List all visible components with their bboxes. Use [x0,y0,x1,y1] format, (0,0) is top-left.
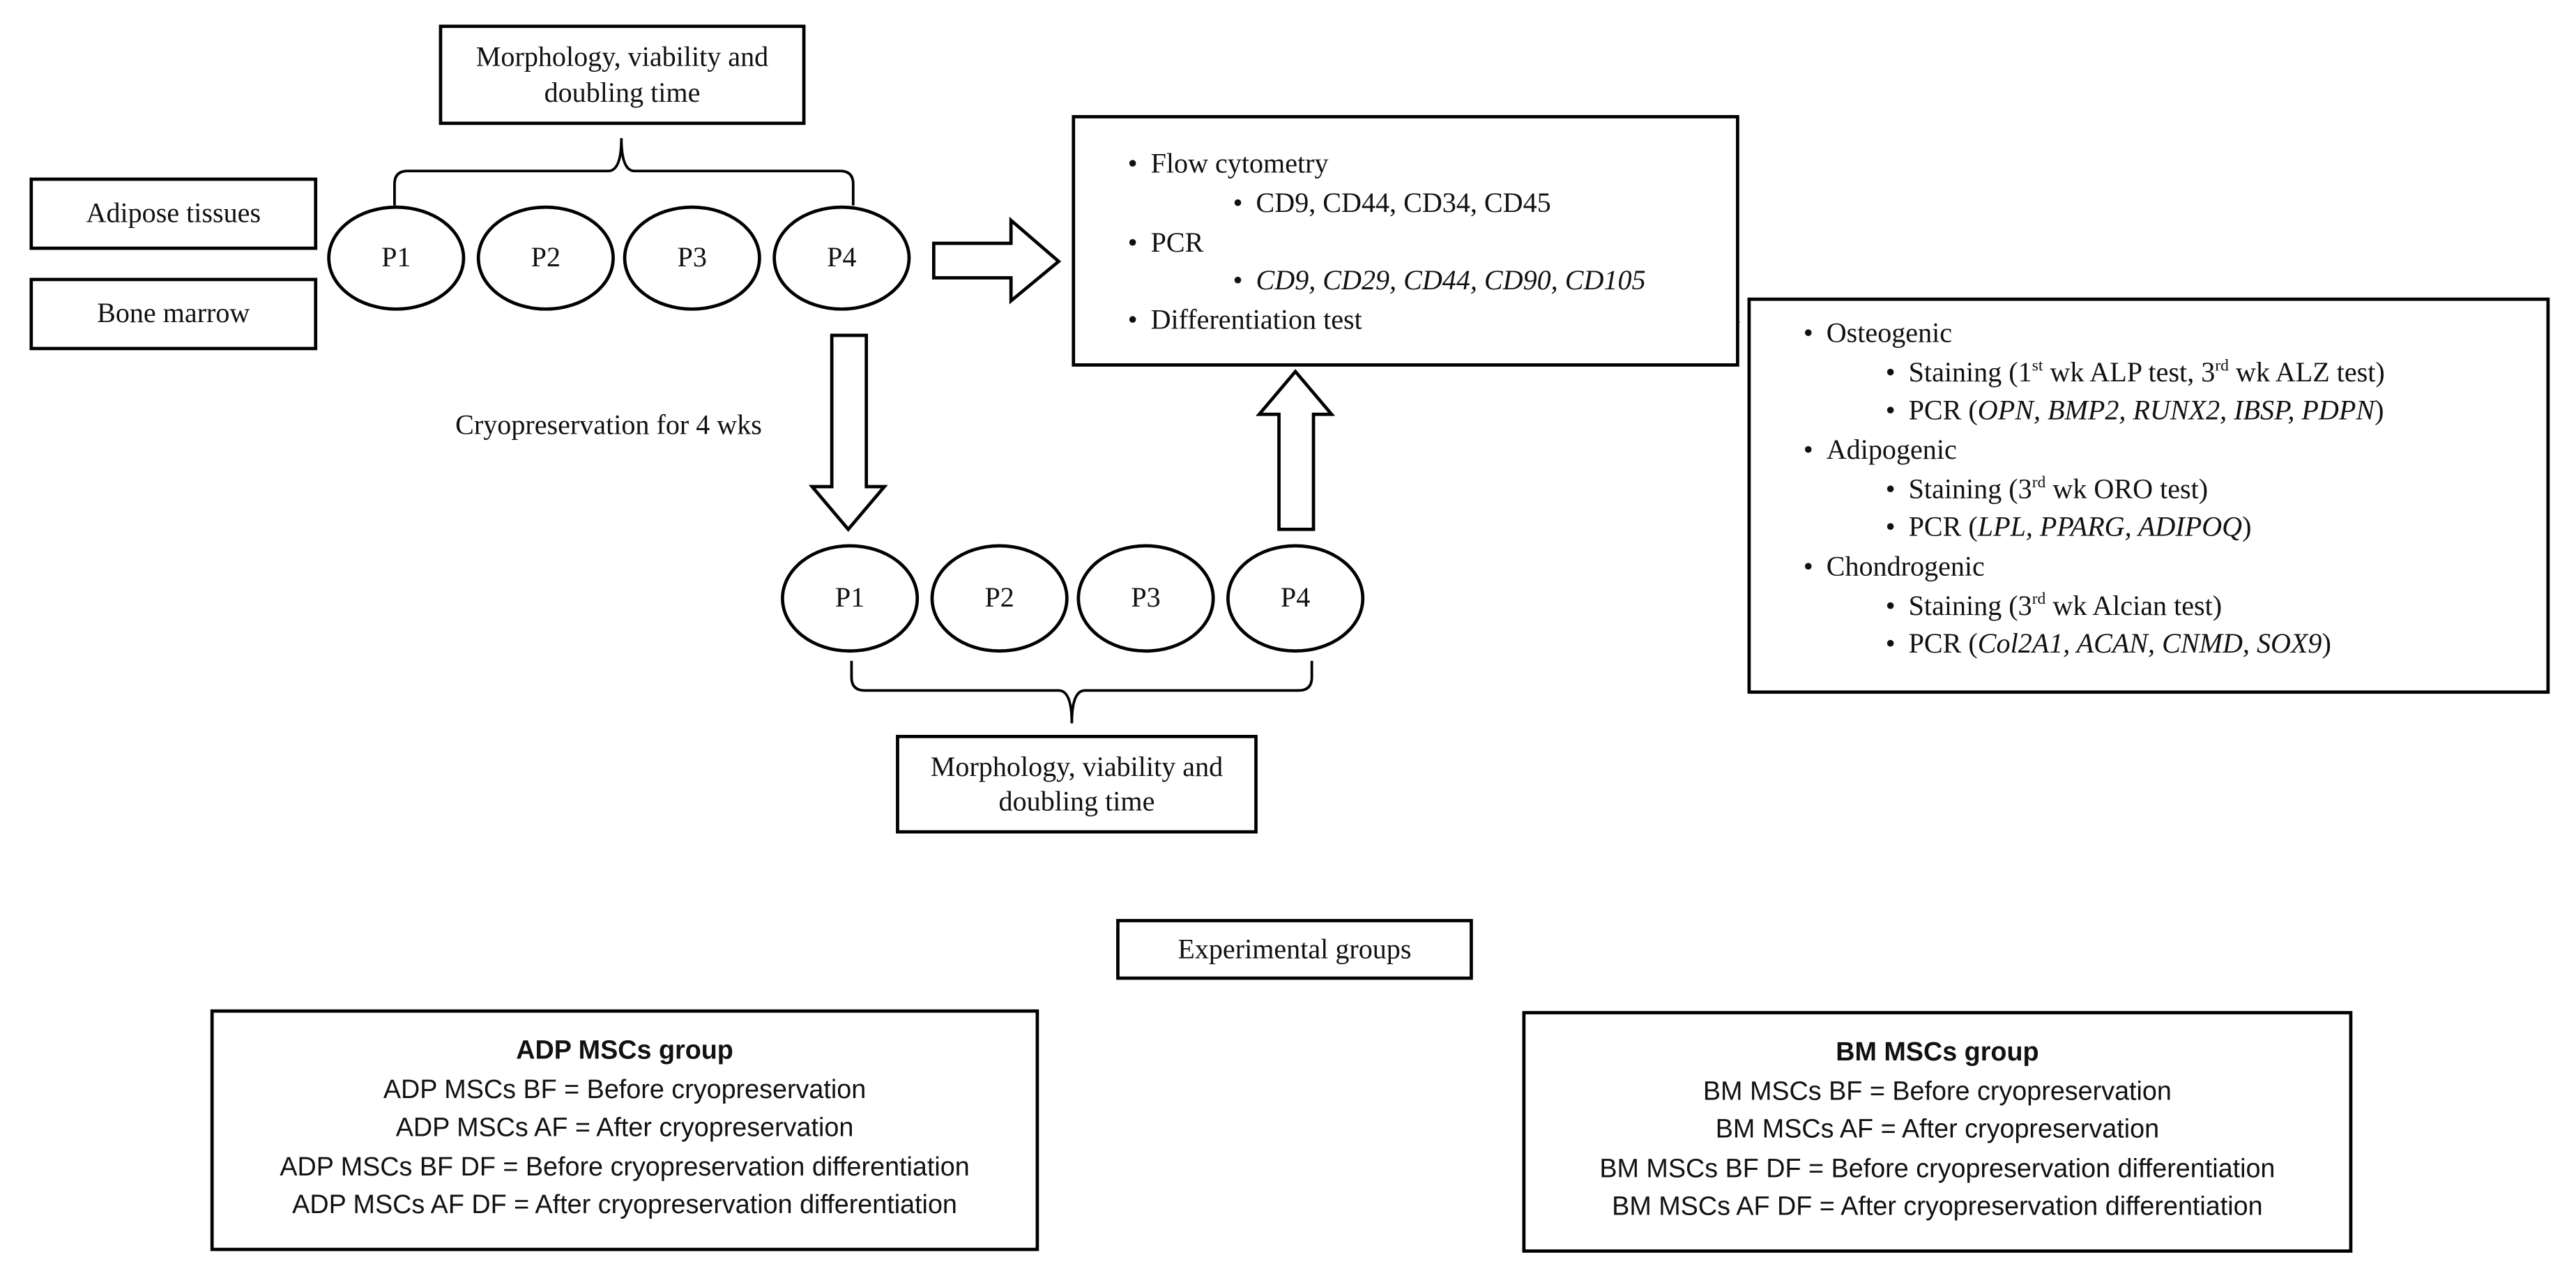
bottom-passage-p2-label: P2 [984,581,1014,614]
experimental-groups-box: Experimental groups [1116,919,1473,980]
top-passage-p1: P1 [327,205,466,311]
chondrogenic-pcr-item: •PCR (Col2A1, ACAN, CNMD, SOX9) [1885,627,2331,660]
chondrogenic-pcr-suffix: ) [2322,627,2331,660]
chondrogenic-pcr-prefix: PCR ( [1908,627,1978,660]
adipogenic-label: Adipogenic [1826,434,1957,466]
analysis-pcr-genes: CD9, CD29, CD44, CD90, CD105 [1256,264,1646,296]
bone-marrow-label: Bone marrow [97,298,250,330]
osteogenic-staining-suffix: wk ALZ test) [2228,356,2385,388]
chondrogenic-pcr-genes: Col2A1, ACAN, CNMD, SOX9 [1977,627,2322,660]
adipogenic-staining-item: •Staining (3rd wk ORO test) [1885,473,2209,505]
osteogenic-staining-item: •Staining (1st wk ALP test, 3rd wk ALZ t… [1885,356,2385,388]
analysis-pcr-item: •PCR [1127,227,1204,259]
chondrogenic-staining-item: •Staining (3rd wk Alcian test) [1885,590,2223,622]
osteogenic-pcr-genes: OPN, BMP2, RUNX2, IBSP, PDPN [1977,394,2375,426]
top-assessment-box: Morphology, viability and doubling time [439,24,806,125]
bottom-passage-p1-label: P1 [834,581,865,614]
osteogenic-pcr-suffix: ) [2375,394,2384,426]
adipogenic-staining-prefix: Staining (3 [1908,473,2032,505]
osteogenic-item: •Osteogenic [1803,317,1953,349]
bottom-brace [850,660,1313,724]
adp-group-title: ADP MSCs group [516,1037,733,1065]
top-passage-p3: P3 [623,205,761,311]
osteogenic-pcr-item: •PCR (OPN, BMP2, RUNX2, IBSP, PDPN) [1885,394,2384,426]
experimental-groups-title: Experimental groups [1178,934,1412,965]
analysis-flow-item: •Flow cytometry [1127,148,1329,180]
top-brace [393,138,855,206]
bottom-assessment-box: Morphology, viability and doubling time [896,735,1258,834]
chondrogenic-item: •Chondrogenic [1803,550,1985,582]
adipogenic-pcr-prefix: PCR ( [1908,511,1978,543]
top-passage-p2: P2 [476,205,615,311]
osteogenic-pcr-prefix: PCR ( [1908,394,1978,426]
top-passage-p4-label: P4 [827,241,857,273]
top-passage-p3-label: P3 [677,241,707,273]
cryopreservation-label: Cryopreservation for 4 wks [455,409,762,441]
bottom-passage-p4: P4 [1226,544,1365,653]
bm-group-title: BM MSCs group [1836,1039,2039,1067]
adp-group-line: ADP MSCs AF = After cryopreservation [395,1114,854,1143]
arrow-cryopreservation [808,333,888,532]
adp-group-box: ADP MSCs group ADP MSCs BF = Before cryo… [210,1009,1039,1251]
bottom-passage-p2: P2 [930,544,1069,653]
adipogenic-pcr-suffix: ) [2242,511,2252,543]
osteogenic-staining-prefix: Staining (1 [1908,356,2032,388]
chondrogenic-label: Chondrogenic [1826,550,1985,582]
bone-marrow-box: Bone marrow [29,277,318,351]
adipogenic-pcr-genes: LPL, PPARG, ADIPOQ [1977,511,2243,543]
analysis-pcr-label: PCR [1150,227,1204,259]
top-assessment-label: Morphology, viability and doubling time [475,41,769,108]
bm-group-box: BM MSCs group BM MSCs BF = Before cryopr… [1522,1011,2353,1253]
bm-group-line: BM MSCs BF DF = Before cryopreservation … [1599,1155,2276,1183]
arrow-up-to-analysis [1256,369,1336,531]
top-passage-p2-label: P2 [531,241,561,273]
bottom-passage-p1: P1 [781,544,920,653]
analysis-pcr-genes-item: •CD9, CD29, CD44, CD90, CD105 [1233,264,1646,296]
adipogenic-pcr-item: •PCR (LPL, PPARG, ADIPOQ) [1885,511,2252,543]
adipogenic-item: •Adipogenic [1803,434,1957,466]
adipogenic-staining-sup: rd [2032,473,2046,492]
adp-group-line: ADP MSCs AF DF = After cryopreservation … [292,1191,957,1220]
analysis-box [1072,115,1739,367]
adipose-tissues-box: Adipose tissues [29,177,318,250]
bottom-passage-p4-label: P4 [1280,581,1311,614]
top-passage-p4: P4 [772,205,911,311]
analysis-flow-markers: CD9, CD44, CD34, CD45 [1256,187,1551,219]
top-passage-p1-label: P1 [381,241,411,273]
chondrogenic-staining-suffix: wk Alcian test) [2045,590,2223,622]
bm-group-line: BM MSCs AF = After cryopreservation [1715,1116,2160,1145]
chondrogenic-staining-sup: rd [2032,591,2046,609]
adp-group-line: ADP MSCs BF = Before cryopreservation [383,1076,867,1104]
bottom-passage-p3-label: P3 [1131,581,1161,614]
arrow-to-analysis [931,216,1062,305]
adipogenic-staining-suffix: wk ORO test) [2045,473,2209,505]
analysis-flow-label: Flow cytometry [1150,148,1329,180]
osteogenic-staining-mid: wk ALP test, 3 [2043,356,2216,388]
analysis-diff-label: Differentiation test [1150,304,1362,336]
osteogenic-label: Osteogenic [1826,317,1953,349]
bm-group-line: BM MSCs BF = Before cryopreservation [1702,1077,2172,1106]
bottom-assessment-label: Morphology, viability and doubling time [930,751,1224,817]
osteogenic-staining-sup1: st [2032,357,2043,376]
bm-group-line: BM MSCs AF DF = After cryopreservation d… [1612,1193,2263,1221]
differentiation-box [1747,297,2550,694]
osteogenic-staining-sup2: rd [2215,357,2229,376]
chondrogenic-staining-prefix: Staining (3 [1908,590,2032,622]
adipose-tissues-label: Adipose tissues [86,197,261,229]
bottom-passage-p3: P3 [1076,544,1215,653]
analysis-flow-markers-item: •CD9, CD44, CD34, CD45 [1233,187,1551,219]
analysis-diff-item: •Differentiation test [1127,304,1362,336]
adp-group-line: ADP MSCs BF DF = Before cryopreservation… [280,1153,970,1182]
